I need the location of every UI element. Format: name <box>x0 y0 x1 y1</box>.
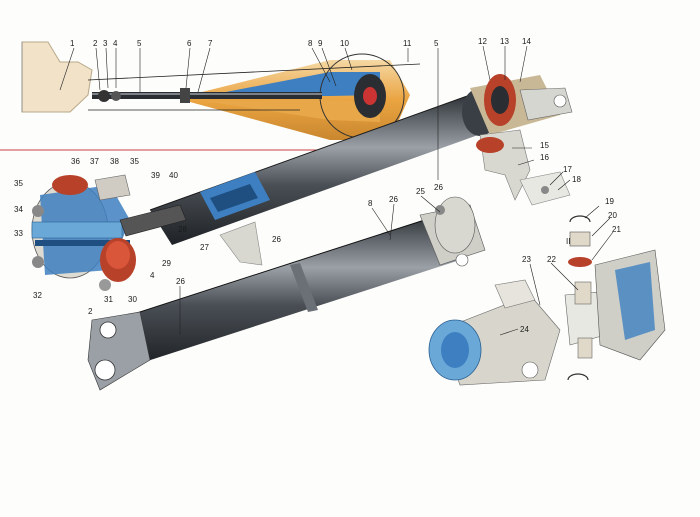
callout-8: 8 <box>308 39 313 48</box>
callout-28: 28 <box>178 225 187 234</box>
callout-26c: 26 <box>176 277 185 286</box>
callout-40: 40 <box>169 171 178 180</box>
callout-7: 7 <box>208 39 213 48</box>
callout-31: 31 <box>104 295 113 304</box>
callout-13: 13 <box>500 37 509 46</box>
callout-30: 30 <box>128 295 137 304</box>
callout-26a: 26 <box>434 183 443 192</box>
callout-39: 39 <box>151 171 160 180</box>
callout-20: 20 <box>608 211 617 220</box>
callout-5: 5 <box>137 39 142 48</box>
front-shaft-assembly <box>149 74 573 245</box>
callout-8b: 8 <box>368 199 373 208</box>
callout-18: 18 <box>572 175 581 184</box>
callout-36: 36 <box>71 157 80 166</box>
callout-3: 3 <box>103 39 108 48</box>
overview-shaft <box>87 63 421 111</box>
view-label-II: II <box>566 237 570 246</box>
rear-shaft-assembly <box>87 196 486 391</box>
callout-37: 37 <box>90 157 99 166</box>
callout-15: 15 <box>540 141 549 150</box>
callout-22: 22 <box>547 255 556 264</box>
shaft-support-bracket <box>219 221 263 266</box>
callout-4b: 4 <box>150 271 155 280</box>
callout-16: 16 <box>540 153 549 162</box>
callout-5b: 5 <box>434 39 439 48</box>
callout-10: 10 <box>340 39 349 48</box>
callout-38: 38 <box>110 157 119 166</box>
callout-25: 25 <box>416 187 425 196</box>
elastic-coupling-cutaway <box>31 174 187 291</box>
callout-19: 19 <box>605 197 614 206</box>
magnified-section-cone <box>190 53 410 140</box>
callout-14: 14 <box>522 37 531 46</box>
callout-27: 27 <box>200 243 209 252</box>
callout-21: 21 <box>612 225 621 234</box>
callout-24: 24 <box>520 325 529 334</box>
callout-9: 9 <box>318 39 323 48</box>
callout-34: 34 <box>14 205 23 214</box>
callout-35b: 35 <box>130 157 139 166</box>
callout-11: 11 <box>403 39 412 48</box>
callout-2b: 2 <box>88 307 93 316</box>
leader-lines <box>59 45 614 336</box>
callout-26b: 26 <box>389 195 398 204</box>
callout-17: 17 <box>563 165 572 174</box>
callout-4: 4 <box>113 39 118 48</box>
callout-23: 23 <box>522 255 531 264</box>
callout-29: 29 <box>162 259 171 268</box>
callout-33: 33 <box>14 229 23 238</box>
callout-labels: 1 2 3 4 5 6 7 8 9 10 11 5 12 13 14 15 16… <box>14 37 621 334</box>
callout-12: 12 <box>478 37 487 46</box>
callout-6: 6 <box>187 39 192 48</box>
callout-35a: 35 <box>14 179 23 188</box>
universal-joint-exploded <box>428 215 666 386</box>
callout-2: 2 <box>93 39 98 48</box>
callout-32: 32 <box>33 291 42 300</box>
callout-1: 1 <box>70 39 75 48</box>
callout-26d: 26 <box>272 235 281 244</box>
car-body-outline <box>21 41 93 113</box>
